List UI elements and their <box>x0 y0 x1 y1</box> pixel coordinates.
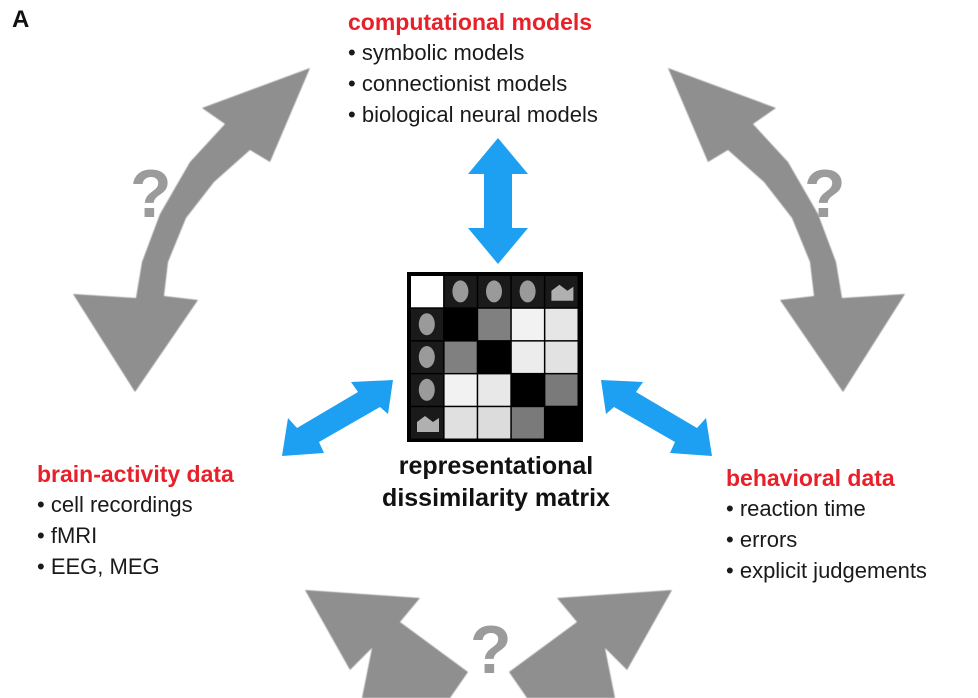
panel-label: A <box>12 6 30 33</box>
rdm-label: representational dissimilarity matrix <box>346 450 646 514</box>
list-item: reaction time <box>726 493 927 524</box>
matrix-cell <box>511 341 544 373</box>
gray-arrow-bottom-left <box>305 590 468 698</box>
blue-arrow-models-to-rdm <box>468 138 528 264</box>
stimulus-face-icon <box>418 346 435 368</box>
matrix-cell <box>444 407 477 439</box>
gray-arrow-right <box>668 68 905 392</box>
list-item: EEG, MEG <box>37 551 234 582</box>
matrix-cell <box>511 407 544 439</box>
matrix-cell <box>478 374 511 406</box>
list-item: biological neural models <box>348 99 598 130</box>
question-mark-bottom: ? <box>470 612 512 688</box>
matrix-cell <box>411 276 444 308</box>
stimulus-building-icon <box>417 416 439 432</box>
matrix-cell <box>511 374 544 406</box>
gray-arrow-left <box>73 68 310 392</box>
stimulus-face-icon <box>452 280 469 303</box>
behavior-list: reaction time errors explicit judgements <box>726 493 927 586</box>
matrix-cell <box>478 308 511 341</box>
rdm-label-line1: representational <box>398 452 594 480</box>
rdm-label-line2: dissimilarity matrix <box>382 484 610 512</box>
blue-arrow-behavior-to-rdm <box>601 380 712 456</box>
brain-list: cell recordings fMRI EEG, MEG <box>37 489 234 582</box>
matrix-cell <box>478 341 511 373</box>
node-title-behavior: behavioral data <box>726 465 895 491</box>
rdm-cells <box>411 276 578 439</box>
stimulus-face-icon <box>486 280 502 303</box>
gray-arrow-bottom-right <box>509 590 672 698</box>
stimulus-face-icon <box>418 313 435 336</box>
matrix-cell <box>444 374 477 406</box>
list-item: errors <box>726 524 927 555</box>
stimulus-face-icon <box>418 378 435 401</box>
matrix-cell <box>511 308 544 341</box>
matrix-cell <box>478 407 511 439</box>
rdm-figure <box>407 272 583 442</box>
node-brain-activity-data: brain-activity data cell recordings fMRI… <box>37 459 234 582</box>
node-behavioral-data: behavioral data reaction time errors exp… <box>726 463 927 586</box>
question-mark-right: ? <box>804 156 846 232</box>
blue-arrow-brain-to-rdm <box>282 380 393 456</box>
matrix-cell <box>545 407 578 439</box>
matrix-cell <box>545 341 578 373</box>
list-item: fMRI <box>37 520 234 551</box>
models-list: symbolic models connectionist models bio… <box>348 37 598 130</box>
node-title-models: computational models <box>348 9 593 35</box>
matrix-cell <box>444 341 477 373</box>
node-computational-models: computational models symbolic models con… <box>348 7 598 130</box>
matrix-cell <box>545 374 578 406</box>
question-mark-left: ? <box>130 156 172 232</box>
list-item: cell recordings <box>37 489 234 520</box>
list-item: connectionist models <box>348 68 598 99</box>
node-title-brain: brain-activity data <box>37 461 234 487</box>
matrix-cell <box>444 308 477 341</box>
list-item: explicit judgements <box>726 555 927 586</box>
stimulus-face-icon <box>519 280 536 303</box>
list-item: symbolic models <box>348 37 598 68</box>
stimulus-building-icon <box>551 284 574 301</box>
matrix-cell <box>545 308 578 341</box>
